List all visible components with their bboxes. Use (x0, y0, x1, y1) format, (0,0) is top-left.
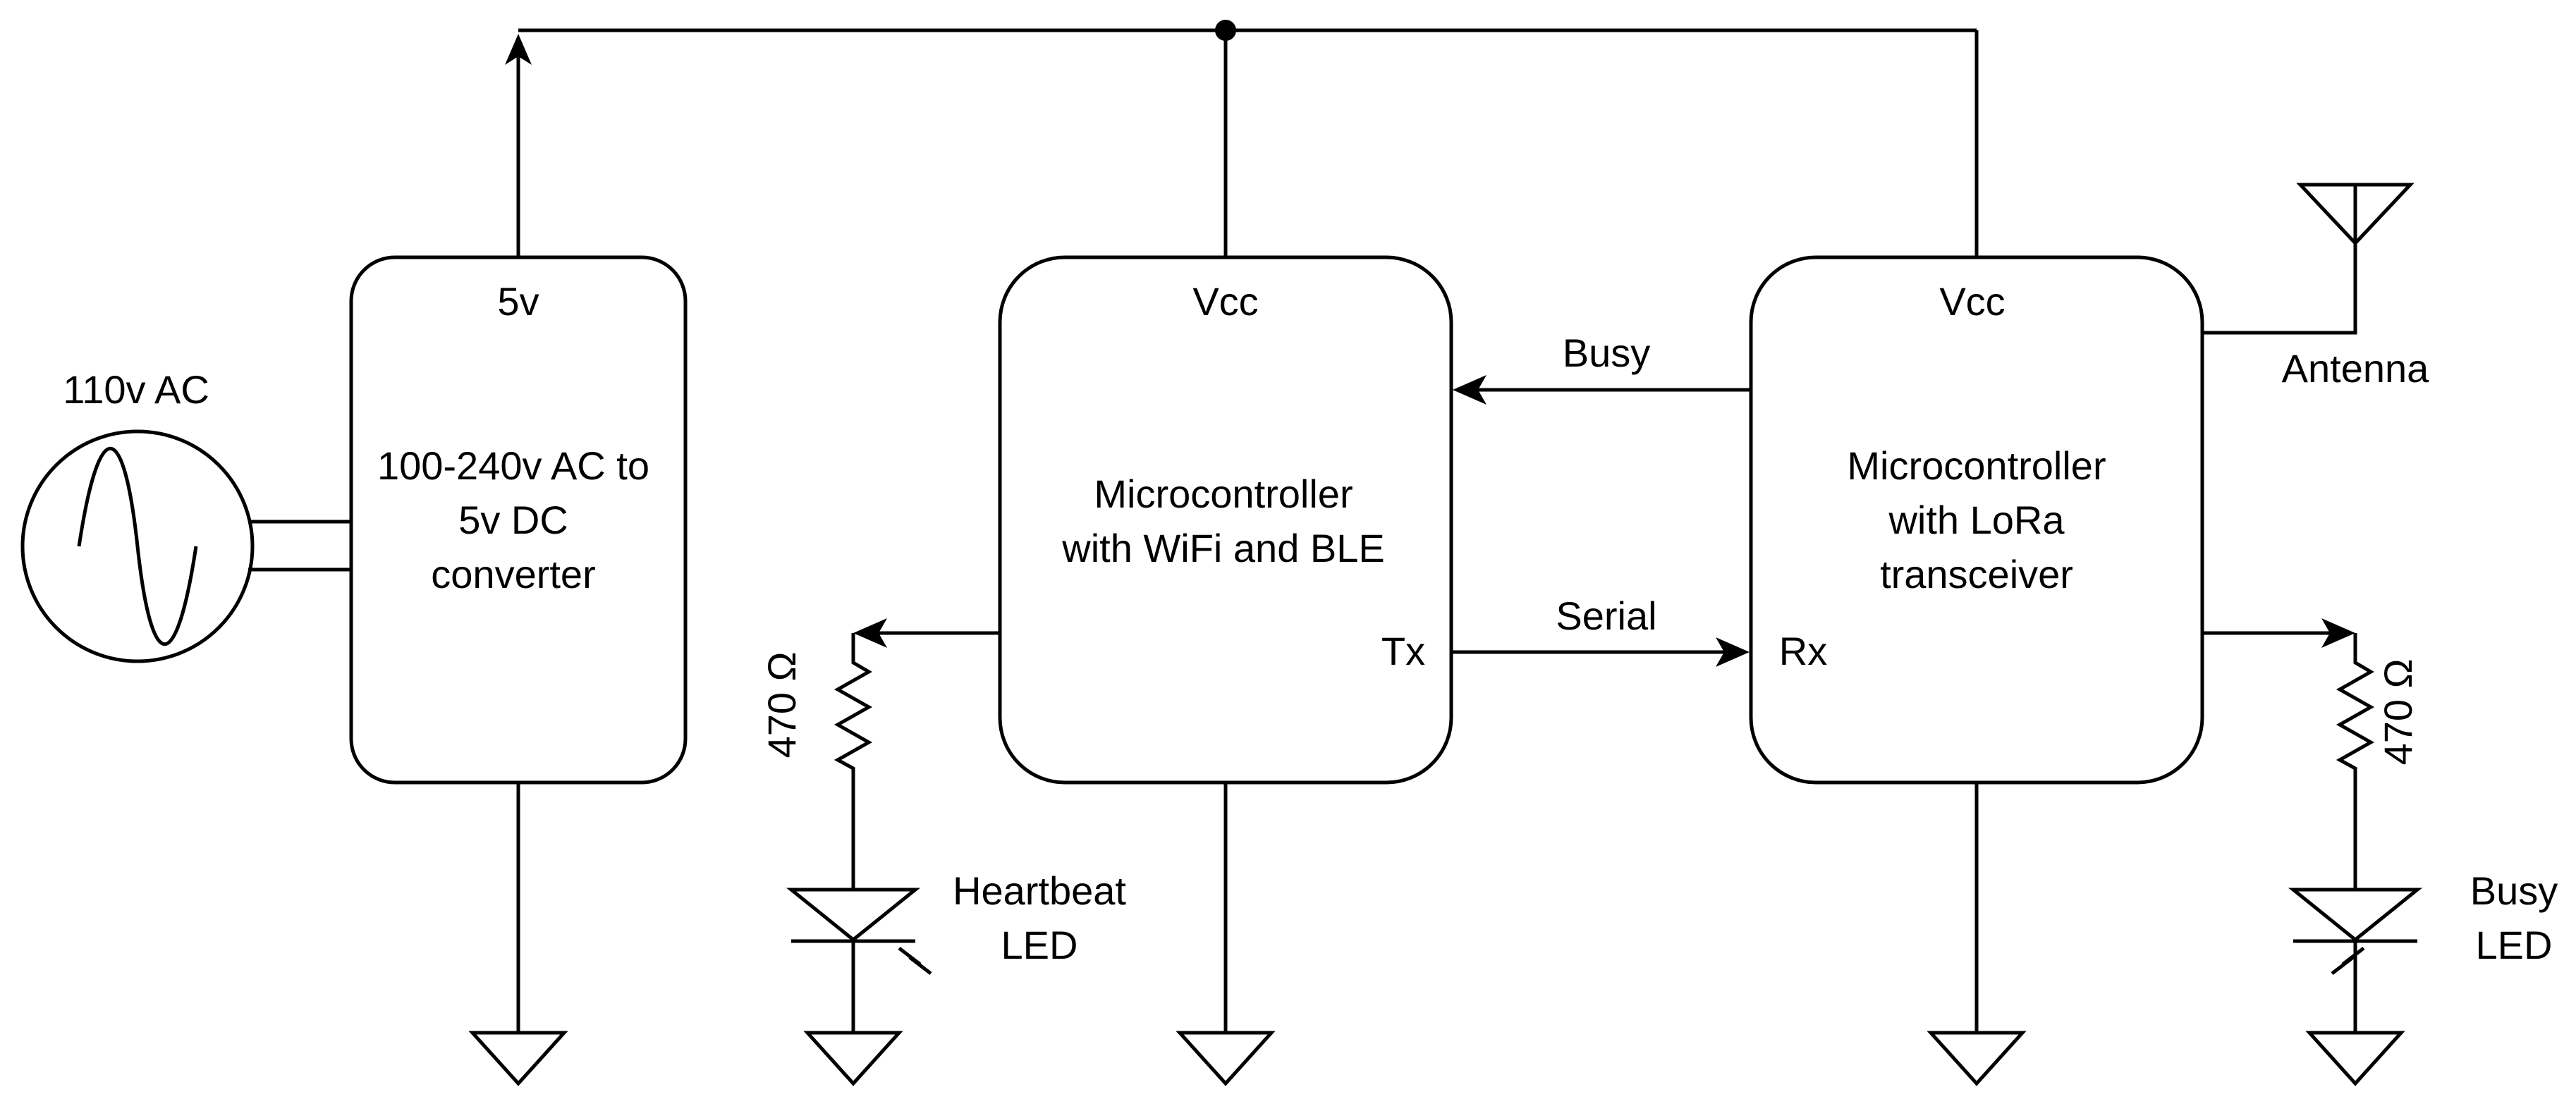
serial-signal: Serial (1451, 594, 1750, 667)
converter-pin-5v: 5v (497, 279, 539, 324)
antenna-feed-wire (2202, 185, 2357, 335)
converter-text-line-2: 5v DC (458, 498, 568, 542)
ac-source-label: 110v AC (63, 367, 209, 412)
busy-led-light-ray-2 (2331, 956, 2355, 975)
converter-text-line-3: converter (431, 552, 595, 596)
busy-led-label-line-2: LED (2476, 923, 2553, 967)
serial-signal-label: Serial (1556, 594, 1656, 638)
heartbeat-ground-icon (803, 1031, 903, 1086)
converter-ground-icon (468, 1031, 568, 1086)
antenna: Antenna (2202, 183, 2429, 391)
busy-signal-label: Busy (1563, 331, 1651, 375)
rail-junction-dot (1215, 20, 1236, 41)
lora-mcu-pin-vcc: Vcc (1939, 279, 2005, 324)
heartbeat-led-branch: 470 Ω Heartbeat LED (759, 618, 1126, 1086)
heartbeat-led-icon (786, 888, 921, 943)
rail-arrowhead (505, 34, 532, 65)
busy-led-resistor-label: 470 Ω (2376, 659, 2420, 766)
busy-led-resistor-icon (2336, 633, 2375, 890)
lora-mcu-text-line-1: Microcontroller (1847, 443, 2106, 488)
wifi-mcu-box (998, 255, 1453, 785)
sine-wave-icon (77, 447, 198, 646)
lora-mcu-text-line-3: transceiver (1880, 552, 2073, 596)
wifi-mcu-text-line-2: with WiFi and BLE (1061, 526, 1385, 570)
busy-led-branch: 470 Ω Busy LED (2202, 618, 2558, 1086)
heartbeat-led-label-line-2: LED (1001, 923, 1078, 967)
busy-led-icon (2288, 888, 2423, 943)
busy-signal-arrowhead (1453, 375, 1487, 405)
busy-led-label-line-1: Busy (2470, 868, 2558, 913)
busy-led-ground-icon (2305, 1031, 2405, 1086)
ac-source-circle (20, 429, 255, 663)
heartbeat-light-ray-2 (908, 956, 932, 975)
heartbeat-resistor-label: 470 Ω (759, 652, 804, 759)
busy-led-arrowhead (2321, 618, 2355, 648)
wifi-mcu-text-line-1: Microcontroller (1094, 472, 1353, 516)
wifi-mcu-block: Vcc Microcontroller with WiFi and BLE Tx (998, 255, 1453, 1086)
lora-mcu-text-line-2: with LoRa (1888, 498, 2065, 542)
antenna-icon (2296, 183, 2415, 246)
lora-mcu-pin-rx: Rx (1779, 629, 1827, 673)
converter-text-line-1: 100-240v AC to (377, 443, 649, 488)
serial-signal-arrowhead (1716, 637, 1750, 667)
ac-source: 110v AC (20, 367, 351, 663)
heartbeat-arrowhead (853, 618, 887, 648)
lora-mcu-ground-icon (1927, 1031, 2027, 1086)
converter-block: 5v 100-240v AC to 5v DC converter (349, 255, 688, 1086)
wifi-mcu-ground-icon (1176, 1031, 1276, 1086)
wifi-mcu-pin-vcc: Vcc (1192, 279, 1258, 324)
heartbeat-led-label-line-1: Heartbeat (953, 868, 1126, 913)
wifi-mcu-pin-tx: Tx (1381, 629, 1425, 673)
busy-signal: Busy (1453, 331, 1751, 405)
heartbeat-resistor-icon (834, 633, 873, 890)
power-rail (505, 20, 1979, 257)
antenna-label: Antenna (2282, 346, 2429, 391)
lora-mcu-block: Vcc Microcontroller with LoRa transceive… (1749, 255, 2204, 1086)
